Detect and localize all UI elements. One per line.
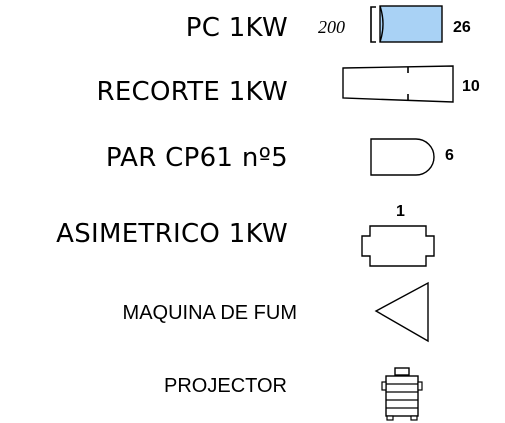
projector-tab-left	[381, 381, 387, 391]
profile-spot-icon	[342, 65, 454, 103]
projector-foot-right	[410, 415, 418, 421]
legend-label-asimetrico: ASIMETRICO 1KW	[56, 219, 288, 249]
fresnel-lens	[379, 5, 384, 43]
legend-label-pc: PC 1KW	[185, 13, 288, 43]
legend-label-maquina-fum: MAQUINA DE FUM	[122, 302, 297, 324]
par-body	[370, 138, 435, 176]
smoke-triangle	[374, 281, 429, 343]
projector-icon	[381, 367, 423, 421]
legend-label-recorte: RECORTE 1KW	[96, 77, 288, 107]
legend-count-recorte: 10	[462, 78, 480, 95]
legend-count-asimetrico: 1	[396, 203, 405, 220]
profile-body	[342, 65, 454, 103]
asymmetric-flood-icon	[361, 225, 435, 267]
legend-label-par: PAR CP61 nº5	[105, 143, 288, 173]
legend-label-projector: PROJECTOR	[164, 375, 287, 397]
smoke-machine-icon	[374, 281, 429, 343]
par-can-icon	[370, 138, 435, 176]
fresnel-yoke	[370, 6, 376, 43]
projector-body	[385, 375, 419, 417]
legend-count-par: 6	[445, 147, 454, 164]
fresnel-body	[379, 5, 443, 43]
projector-tab-right	[417, 381, 423, 391]
projector-foot-left	[386, 415, 394, 421]
projector-handle	[394, 367, 410, 376]
legend-wattage-pc: 200	[318, 17, 345, 37]
fresnel-pc-spotlight-icon	[370, 5, 443, 43]
asymmetric-body	[361, 225, 435, 267]
legend-count-pc: 26	[453, 19, 471, 36]
